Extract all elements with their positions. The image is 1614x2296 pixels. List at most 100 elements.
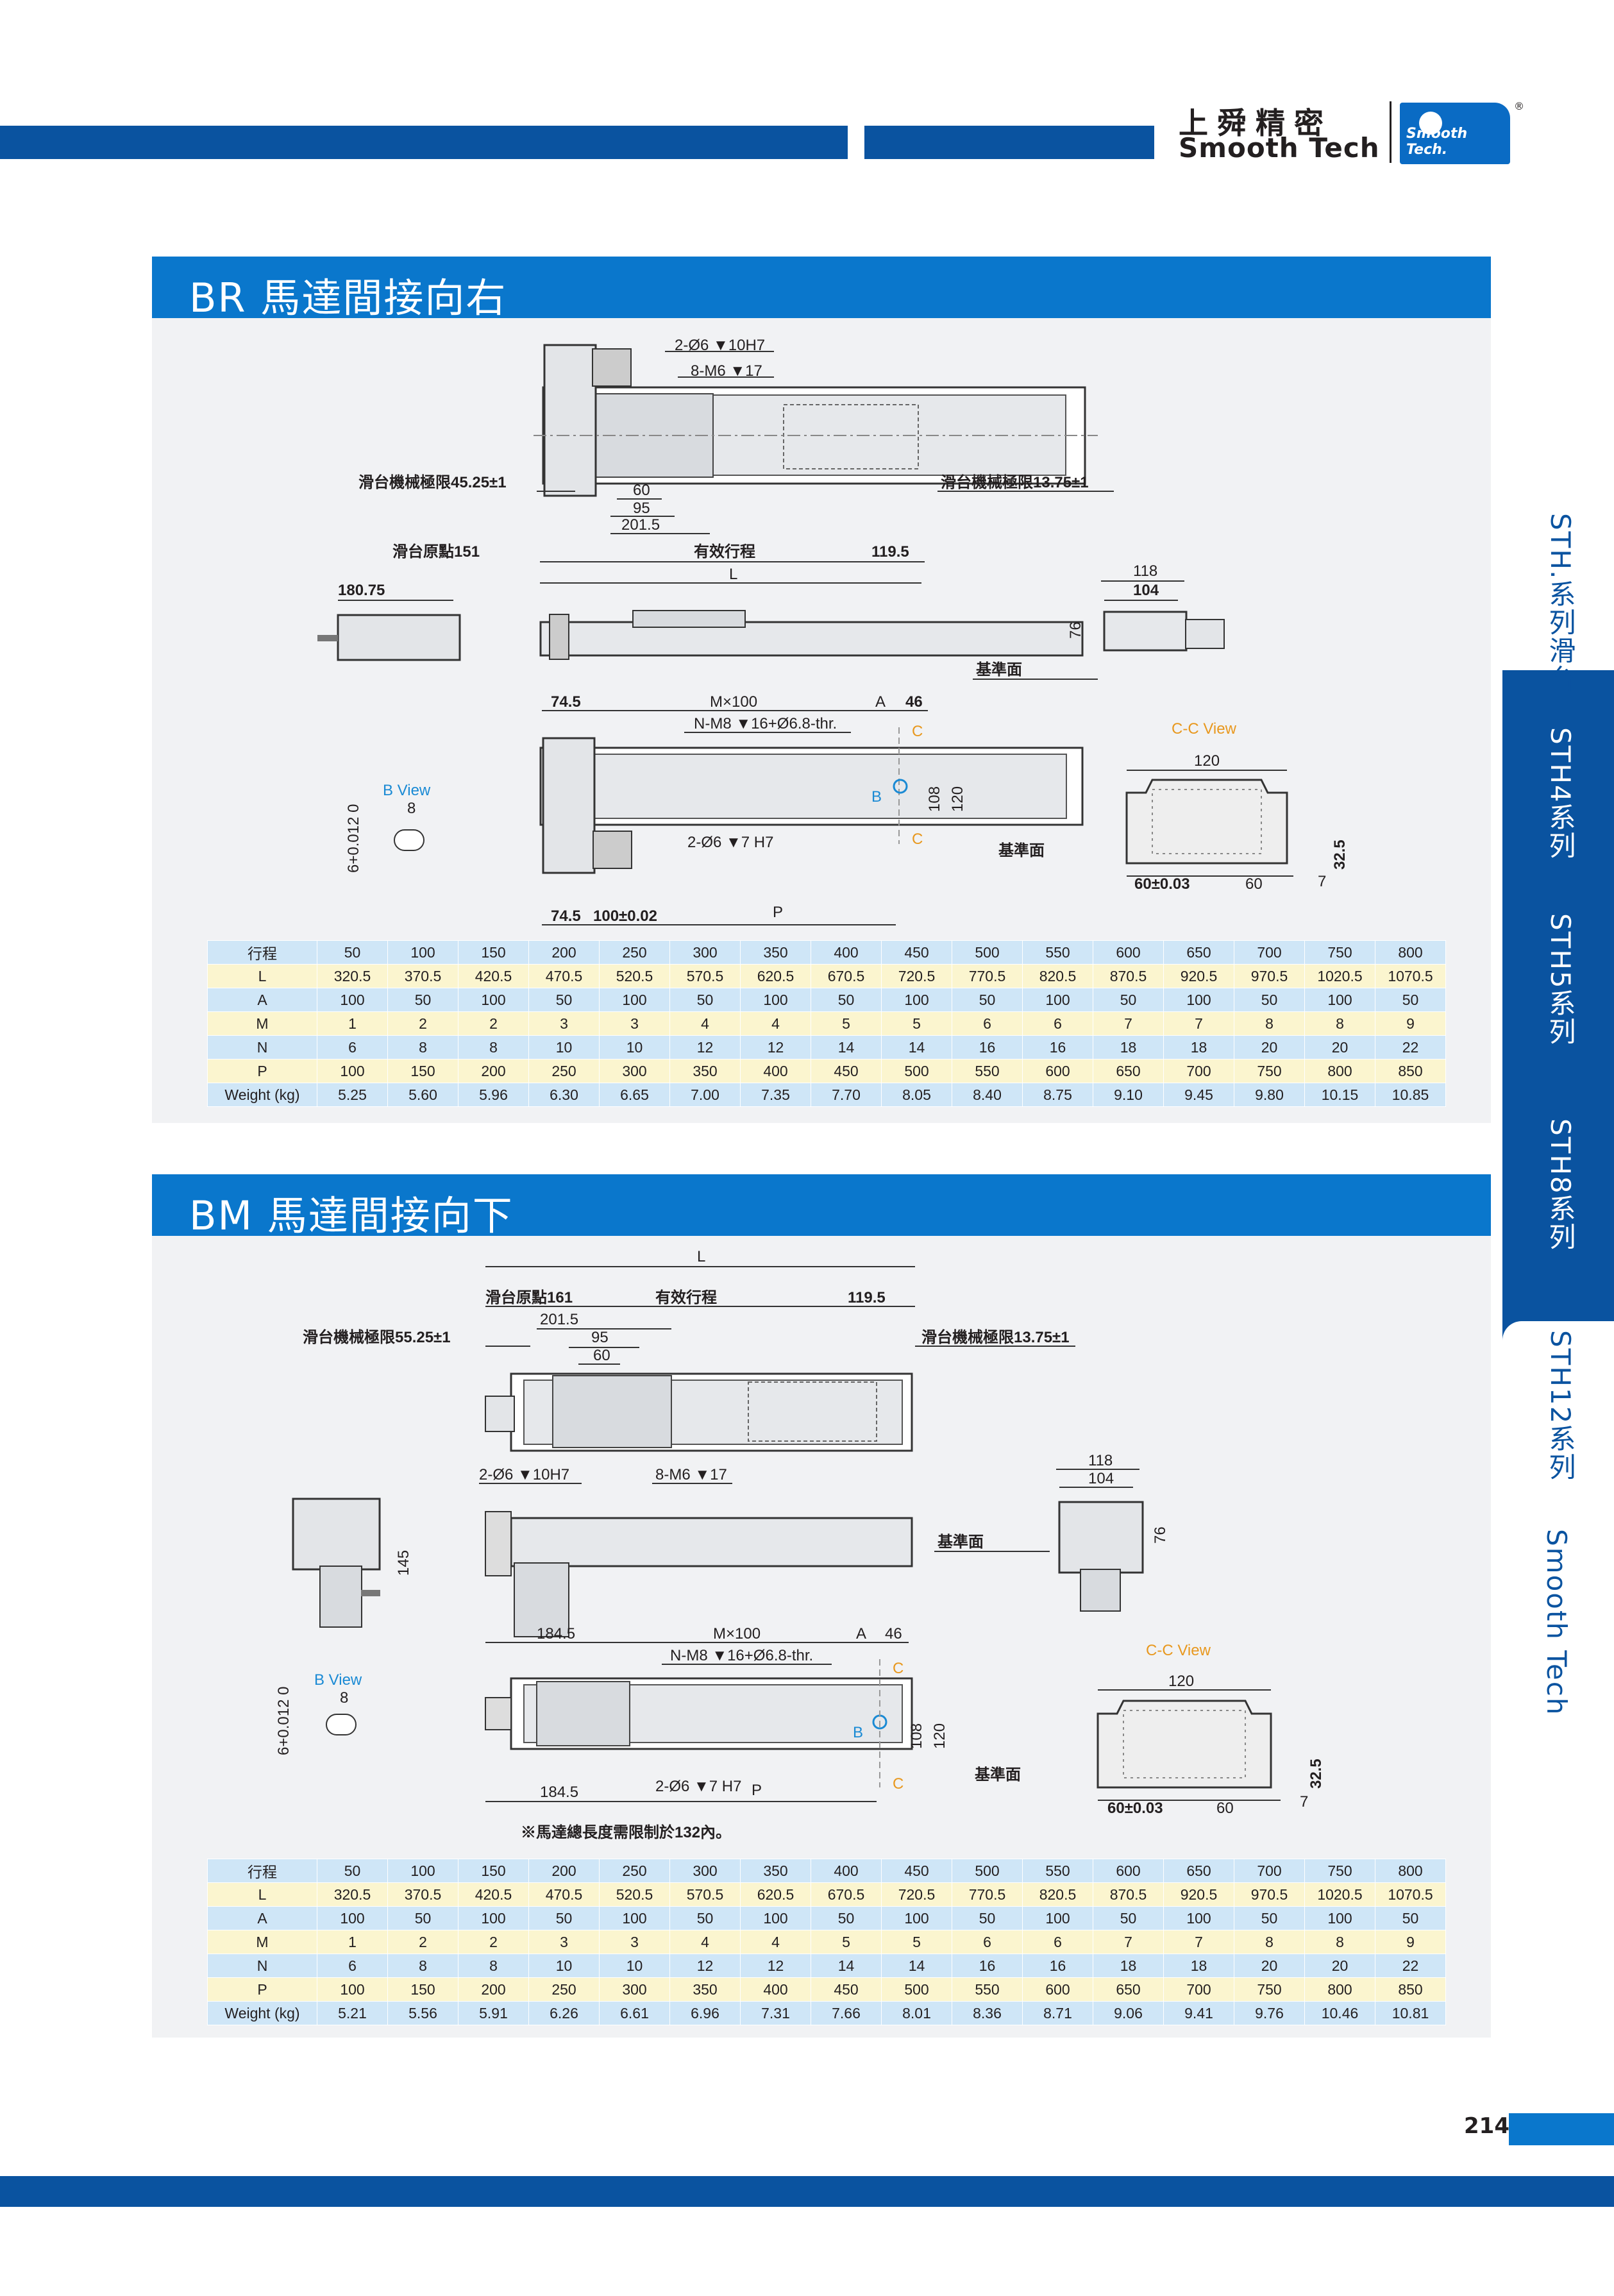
table-cell: 6.26 (528, 2001, 600, 2025)
table-cell: 800 (1375, 1859, 1446, 1883)
table-cell: 50 (317, 940, 388, 965)
table-cell: 800 (1304, 1059, 1375, 1083)
table-cell: 16 (1022, 1035, 1093, 1059)
dim-120: 120 (949, 786, 966, 812)
table-cell: 600 (1022, 1977, 1093, 2002)
header-bar-right (864, 126, 1154, 159)
table-cell: 50 (528, 1906, 600, 1930)
table-cell: 6 (952, 1930, 1023, 1954)
dim-76: 76 (1067, 621, 1084, 639)
section-title-bm-text: BM 馬達間接向下 (189, 1192, 514, 1239)
dim-95: 95 (633, 500, 650, 517)
table-cell: 470.5 (528, 1882, 600, 1907)
table-cell: 5.91 (458, 2001, 529, 2025)
side-tab-sth8[interactable]: STH8系列 (1502, 1110, 1614, 1276)
table-cell: 250 (599, 940, 670, 965)
table-cell: 100 (740, 988, 811, 1012)
dim-m100: M×100 (710, 693, 757, 711)
table-cell: 6.65 (599, 1083, 670, 1107)
side-tab-sth[interactable]: STH.系列滑台 (1502, 494, 1614, 693)
table-cell: 10.85 (1375, 1083, 1446, 1107)
side-tab-smooth[interactable]: Smooth Tech (1502, 1520, 1614, 1732)
table-cell: 650 (1163, 940, 1234, 965)
table-row-header: M (207, 1011, 317, 1036)
table-cell: 300 (599, 1059, 670, 1083)
motor-note: ※馬達總長度需限制於132內。 (521, 1823, 731, 1841)
dim-184b: 184.5 (540, 1784, 578, 1801)
table-cell: 7 (1163, 1011, 1234, 1036)
dim-100: 100±0.02 (593, 907, 657, 925)
table-row-header: A (207, 1906, 317, 1930)
table-cell: 7.66 (811, 2001, 882, 2025)
side-tab-smooth-label: Smooth Tech (1541, 1529, 1572, 1716)
table-cell: 8 (1234, 1930, 1305, 1954)
table-cell: 6 (1022, 1011, 1093, 1036)
table-cell: 10 (599, 1954, 670, 1978)
table-cell: 8.01 (881, 2001, 952, 2025)
side-tab-sth12[interactable]: STH12系列 (1502, 1321, 1614, 1481)
table-cell: 9.41 (1163, 2001, 1234, 2025)
table-cell: 200 (528, 1859, 600, 1883)
table-cell: 650 (1163, 1859, 1234, 1883)
table-cell: 570.5 (669, 964, 741, 988)
table-cell: 800 (1304, 1977, 1375, 2002)
table-cell: 7.35 (740, 1083, 811, 1107)
table-cell: 10 (599, 1035, 670, 1059)
mark-c-bottom: C (912, 831, 923, 848)
side-tab-sth5-label: STH5系列 (1545, 913, 1576, 1046)
table-cell: 100 (317, 988, 388, 1012)
table-cell: 350 (740, 940, 811, 965)
side-tab-sth4[interactable]: STH4系列 (1502, 718, 1614, 885)
cc-32: 32.5 (1307, 1759, 1325, 1789)
table-cell: 14 (811, 1954, 882, 1978)
dim-46: 46 (905, 693, 923, 711)
mark-b: B (871, 788, 882, 806)
table-cell: 100 (740, 1906, 811, 1930)
table-cell: 100 (881, 988, 952, 1012)
table-cell: 600 (1093, 940, 1164, 965)
table-cell: 550 (952, 1059, 1023, 1083)
table-cell: 750 (1234, 1977, 1305, 2002)
registered-mark: ® (1514, 100, 1524, 112)
section-title-bm: BM 馬達間接向下 (152, 1174, 1491, 1239)
table-cell: 16 (952, 1954, 1023, 1978)
b-view-label: B View (314, 1671, 362, 1689)
table-cell: 6.96 (669, 2001, 741, 2025)
table-cell: 2 (458, 1930, 529, 1954)
table-cell: 700 (1234, 1859, 1305, 1883)
table-cell: 8.40 (952, 1083, 1023, 1107)
table-cell: 50 (1375, 1906, 1446, 1930)
table-cell: 600 (1022, 1059, 1093, 1083)
table-cell: 520.5 (599, 964, 670, 988)
table-cell: 250 (528, 1977, 600, 2002)
table-cell: 3 (528, 1011, 600, 1036)
dim-left-limit: 滑台機械極限55.25±1 (303, 1328, 451, 1346)
table-cell: 400 (811, 940, 882, 965)
table-cell: 150 (387, 1059, 458, 1083)
logo-sun-icon (1419, 112, 1442, 135)
table-cell: 3 (528, 1930, 600, 1954)
cc-60-tol: 60±0.03 (1134, 875, 1190, 893)
dim-145: 145 (395, 1550, 412, 1576)
dim-108: 108 (908, 1723, 925, 1749)
dim-origin: 滑台原點151 (392, 543, 480, 561)
tolerance: 6+0.012 0 (345, 804, 362, 873)
side-tab-sth5[interactable]: STH5系列 (1502, 904, 1614, 1071)
dim-180: 180.75 (338, 582, 385, 599)
table-row-header: P (207, 1059, 317, 1083)
table-cell: 850 (1375, 1059, 1446, 1083)
table-cell: 600 (1093, 1859, 1164, 1883)
dim-108: 108 (926, 786, 943, 812)
table-cell: 370.5 (387, 1882, 458, 1907)
b-view-dim: 8 (407, 800, 416, 817)
dim-76: 76 (1152, 1526, 1169, 1544)
table-cell: 100 (317, 1906, 388, 1930)
table-cell: 50 (387, 1906, 458, 1930)
table-cell: 50 (811, 1906, 882, 1930)
table-cell: 5.56 (387, 2001, 458, 2025)
table-cell: 50 (952, 1906, 1023, 1930)
dim-right-limit: 滑台機械極限13.75±1 (941, 473, 1089, 491)
